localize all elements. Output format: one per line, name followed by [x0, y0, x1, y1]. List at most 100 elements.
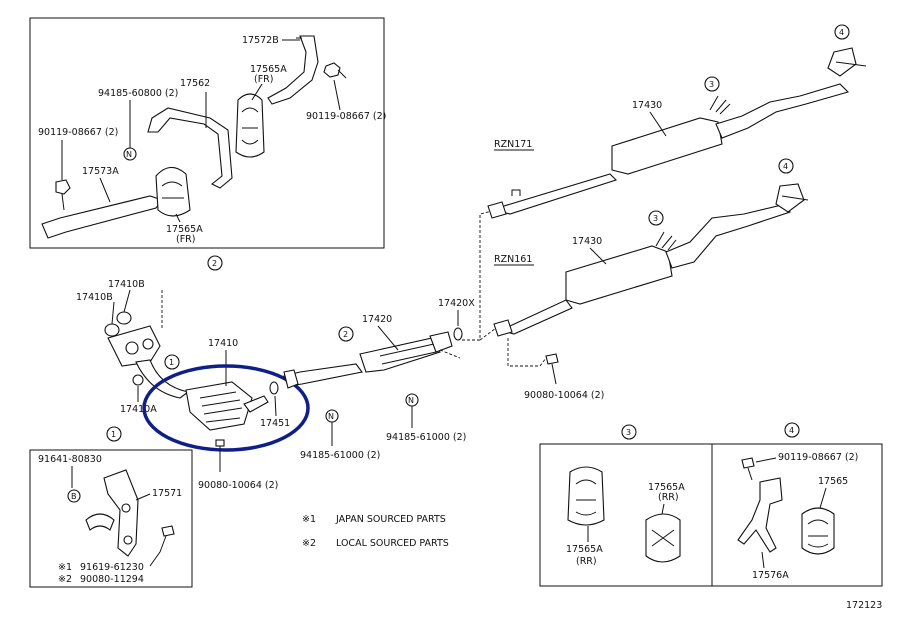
label-17562: 17562 — [180, 78, 210, 89]
svg-text:3: 3 — [653, 214, 658, 223]
note-2-mark: ※2 — [302, 538, 316, 549]
figure-number: 172123 — [846, 600, 882, 611]
callout-2 — [338, 326, 354, 342]
svg-text:N: N — [408, 396, 414, 405]
label-17410: 17410 — [208, 338, 238, 349]
alignment-line — [439, 209, 497, 359]
callout-1 — [164, 354, 180, 370]
svg-text:2: 2 — [343, 330, 348, 339]
label-17410A: 17410A — [120, 404, 157, 415]
gasket-17451 — [269, 381, 279, 395]
svg-text:3: 3 — [626, 428, 631, 437]
marker-b — [67, 489, 81, 503]
rubber-hanger-icon — [155, 166, 191, 217]
label-17565A-rr-r: 17565A — [648, 482, 685, 493]
callout-3 — [648, 210, 664, 226]
callout-4 — [834, 24, 850, 40]
label-17565A-rr-l: 17565A — [566, 544, 603, 555]
label-fr-bot: (FR) — [176, 234, 195, 245]
variant-rzn161: RZN161 — [494, 254, 532, 265]
highlight-ellipse — [142, 364, 310, 452]
callout-1 — [106, 426, 122, 442]
variant-rzn171: RZN171 — [494, 139, 532, 150]
note-1-mark: ※1 — [302, 514, 316, 525]
gasket-17420X — [453, 327, 463, 341]
label-fr-top: (FR) — [254, 74, 273, 85]
svg-text:4: 4 — [839, 28, 844, 37]
label-91619: 91619-61230 — [80, 562, 144, 573]
rubber-hanger-icon — [235, 93, 265, 158]
rubber-hanger-icon — [801, 507, 835, 555]
bolt-icon — [545, 353, 559, 385]
bracket-17573A — [41, 195, 163, 239]
callout-2 — [207, 255, 223, 271]
bracket-17576A — [737, 477, 783, 553]
label-17565A-fr-top: 17565A — [250, 64, 287, 75]
inset-3-4-box — [539, 443, 883, 587]
svg-text:4: 4 — [783, 162, 788, 171]
label-17451: 17451 — [260, 418, 290, 429]
label-90080-11294: 90080-11294 — [80, 574, 144, 585]
label-94185-60800: 94185-60800 (2) — [98, 88, 178, 99]
label-90119-box4: 90119-08667 (2) — [778, 452, 858, 463]
gasket-17410A — [132, 374, 144, 386]
front-pipe-17410 — [135, 359, 190, 399]
svg-text:4: 4 — [789, 426, 794, 435]
muffler-17430-bottom — [565, 245, 673, 305]
label-90080-main: 90080-10064 (2) — [198, 480, 278, 491]
label-91641: 91641-80830 — [38, 454, 102, 465]
note-1-text: JAPAN SOURCED PARTS — [335, 514, 446, 525]
hanger-17562 — [147, 107, 233, 189]
label-17430-bot: 17430 — [572, 236, 602, 247]
svg-text:3: 3 — [709, 80, 714, 89]
note-mark-1: ※1 — [58, 562, 72, 573]
callout-4 — [778, 158, 794, 174]
callout-3 — [621, 424, 637, 440]
label-rr-r: (RR) — [658, 492, 679, 503]
muffler-17430-top — [611, 117, 723, 175]
note-2-text: LOCAL SOURCED PARTS — [336, 538, 449, 549]
bolt-icon — [55, 179, 71, 211]
catalytic-converter-17410 — [185, 381, 253, 431]
clamp-icon — [85, 513, 115, 531]
label-17565-box4: 17565 — [818, 476, 848, 487]
rubber-hanger-icon — [645, 513, 681, 563]
svg-text:B: B — [71, 492, 77, 501]
label-17420X: 17420X — [438, 298, 475, 309]
bolt-icon — [215, 439, 225, 472]
label-17410B: 17410B — [108, 279, 145, 290]
rubber-hanger-icon — [567, 466, 605, 526]
label-17420: 17420 — [362, 314, 392, 325]
label-94185-61000-a: 94185-61000 (2) — [300, 450, 380, 461]
inset-hanger-box — [29, 17, 385, 249]
bracket-17572B — [267, 35, 319, 105]
svg-text:2: 2 — [212, 259, 217, 268]
bolt-icon — [159, 525, 175, 553]
sub-muffler — [359, 337, 441, 373]
svg-text:N: N — [126, 150, 132, 159]
label-17565A-fr-bot: 17565A — [166, 224, 203, 235]
label-17576A: 17576A — [752, 570, 789, 581]
inset-1-box — [29, 449, 193, 588]
marker-n — [123, 147, 137, 161]
label-17572B: 17572B — [242, 35, 279, 46]
note-mark-2: ※2 — [58, 574, 72, 585]
label-94185-61000-b: 94185-61000 (2) — [386, 432, 466, 443]
callout-3 — [704, 76, 720, 92]
callout-4 — [784, 422, 800, 438]
svg-text:1: 1 — [111, 430, 116, 439]
label-90119-left: 90119-08667 (2) — [38, 127, 118, 138]
label-90080-right: 90080-10064 (2) — [524, 390, 604, 401]
label-rr-l: (RR) — [576, 556, 597, 567]
label-17430-top: 17430 — [632, 100, 662, 111]
bolt-icon — [323, 62, 347, 79]
label-17410B-2: 17410B — [76, 292, 113, 303]
bracket-17571 — [103, 469, 139, 557]
label-17573A: 17573A — [82, 166, 119, 177]
svg-text:N: N — [328, 412, 334, 421]
label-90119-top: 90119-08667 (2) — [306, 111, 386, 122]
svg-text:1: 1 — [169, 358, 174, 367]
label-17571: 17571 — [152, 488, 182, 499]
bolt-icon — [741, 457, 755, 481]
